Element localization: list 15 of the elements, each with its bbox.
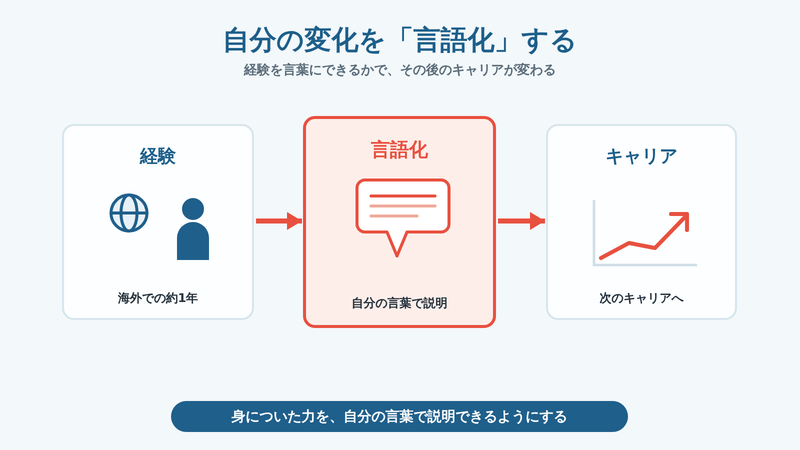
card-caption: 海外での約1年 (118, 291, 198, 306)
arrow (256, 212, 302, 230)
step-card (546, 124, 737, 320)
card-heading: 言語化 (371, 139, 428, 163)
subtitle: 経験を言葉にできるかで、その後のキャリアが変わる (244, 63, 556, 80)
arrow (498, 212, 545, 230)
summary-text: 身についた力を、自分の言葉で説明できるようにする (232, 410, 568, 424)
title: 自分の変化を「言語化」する (222, 24, 578, 58)
card-heading: 経験 (140, 146, 176, 168)
highlight-card (303, 116, 496, 328)
card-heading: キャリア (606, 146, 678, 168)
step-card (62, 124, 254, 320)
card-caption: 自分の言葉で説明 (352, 296, 448, 311)
summary-banner (171, 401, 628, 432)
card-caption: 次のキャリアへ (600, 291, 684, 306)
